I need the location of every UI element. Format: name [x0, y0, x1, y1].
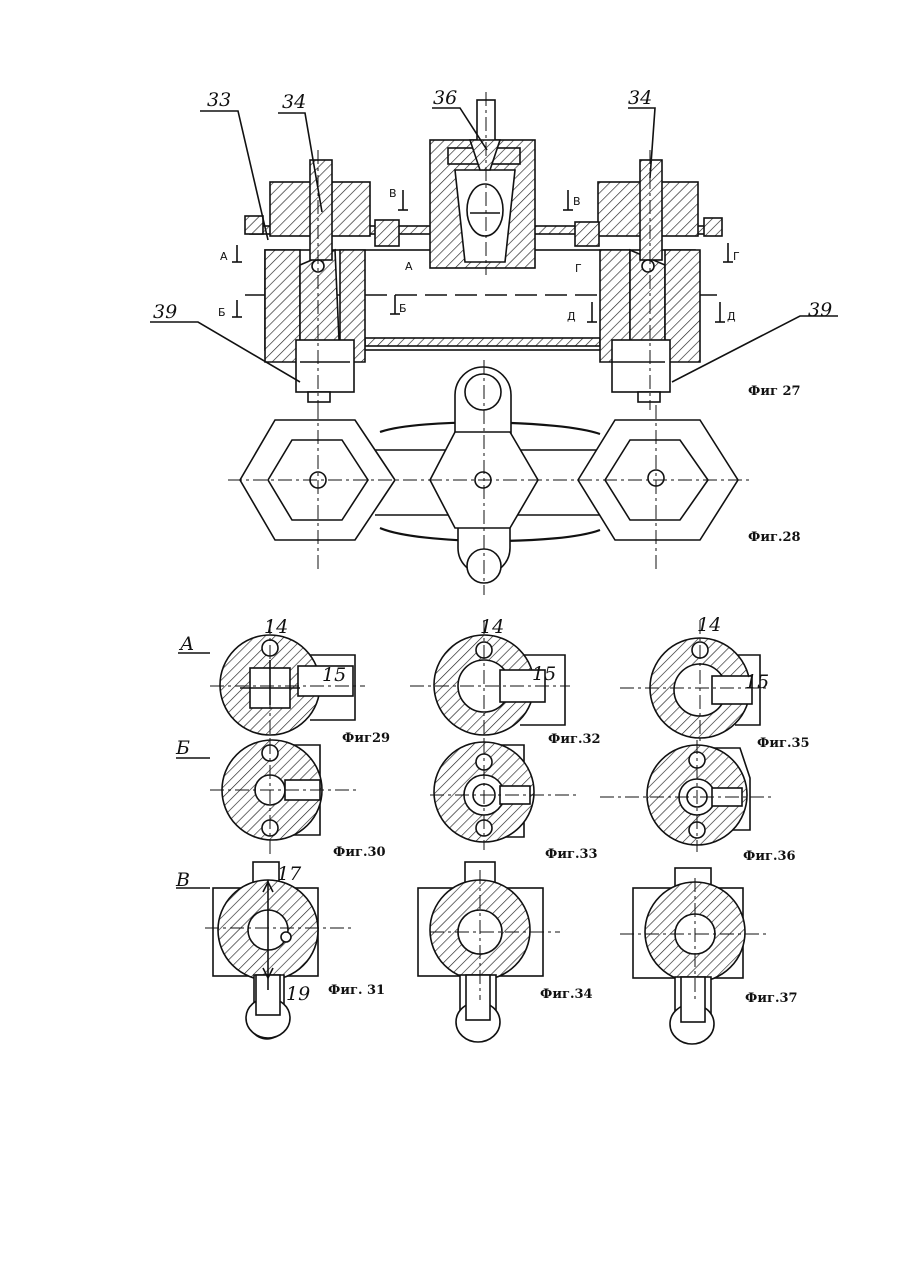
section-row-a: [178, 620, 770, 750]
part-15-c: 15: [745, 671, 769, 693]
callout-33: 33: [207, 89, 231, 111]
caption-fig37: Фиг.37: [745, 991, 798, 1006]
fig34-section: [418, 862, 560, 1042]
callout-36: 36: [433, 87, 457, 109]
fig33-section: [430, 740, 580, 850]
callout-34-right: 34: [628, 87, 652, 109]
caption-fig34: Фиг.34: [540, 987, 593, 1002]
part-15-b: 15: [532, 663, 556, 685]
part-14-c: 14: [697, 614, 721, 636]
section-mark-v-right: В: [573, 195, 581, 208]
row-label-b: Б: [175, 737, 190, 759]
fig36-section: [600, 740, 775, 852]
part-15-a: 15: [322, 664, 346, 686]
part-14-b: 14: [480, 616, 504, 638]
section-mark-b-left: Б: [218, 306, 226, 319]
part-19: 19: [286, 983, 310, 1005]
caption-fig28: Фиг.28: [748, 530, 801, 545]
callout-39-right: 39: [808, 299, 832, 321]
part-17: 17: [277, 863, 302, 885]
section-mark-b-mid: Б: [399, 302, 407, 315]
caption-fig36: Фиг.36: [743, 849, 796, 864]
center-housing: [430, 100, 535, 268]
caption-fig35: Фиг.35: [757, 736, 810, 751]
fig30-section: [210, 740, 360, 855]
caption-fig32: Фиг.32: [548, 732, 601, 747]
caption-fig27: Фиг 27: [748, 384, 801, 399]
bottom-wall: [365, 338, 600, 346]
section-mark-d-mid: Д: [567, 310, 576, 323]
caption-fig31: Фиг. 31: [328, 983, 385, 998]
section-mark-g-mid: Г: [575, 262, 582, 275]
section-row-v: [176, 862, 768, 1044]
callout-39-left: 39: [153, 301, 177, 323]
section-mark-a-left: А: [220, 250, 228, 263]
section-mark-g-right: Г: [733, 250, 740, 263]
section-mark-d-right: Д: [727, 310, 736, 323]
row-label-v: В: [175, 869, 190, 891]
section-mark-a-mid: А: [405, 260, 413, 273]
caption-fig33: Фиг.33: [545, 847, 598, 862]
row-label-a: А: [178, 633, 194, 655]
caption-fig29: Фиг29: [342, 731, 390, 746]
fig37-section: [620, 868, 768, 1044]
fig31-section: [205, 862, 352, 1039]
caption-fig30: Фиг.30: [333, 845, 386, 860]
section-mark-v-left: В: [389, 187, 397, 200]
part-14-a: 14: [264, 616, 288, 638]
section-row-b: [176, 740, 775, 855]
callout-34-left: 34: [282, 91, 306, 113]
fig28-top-view: [228, 360, 750, 595]
